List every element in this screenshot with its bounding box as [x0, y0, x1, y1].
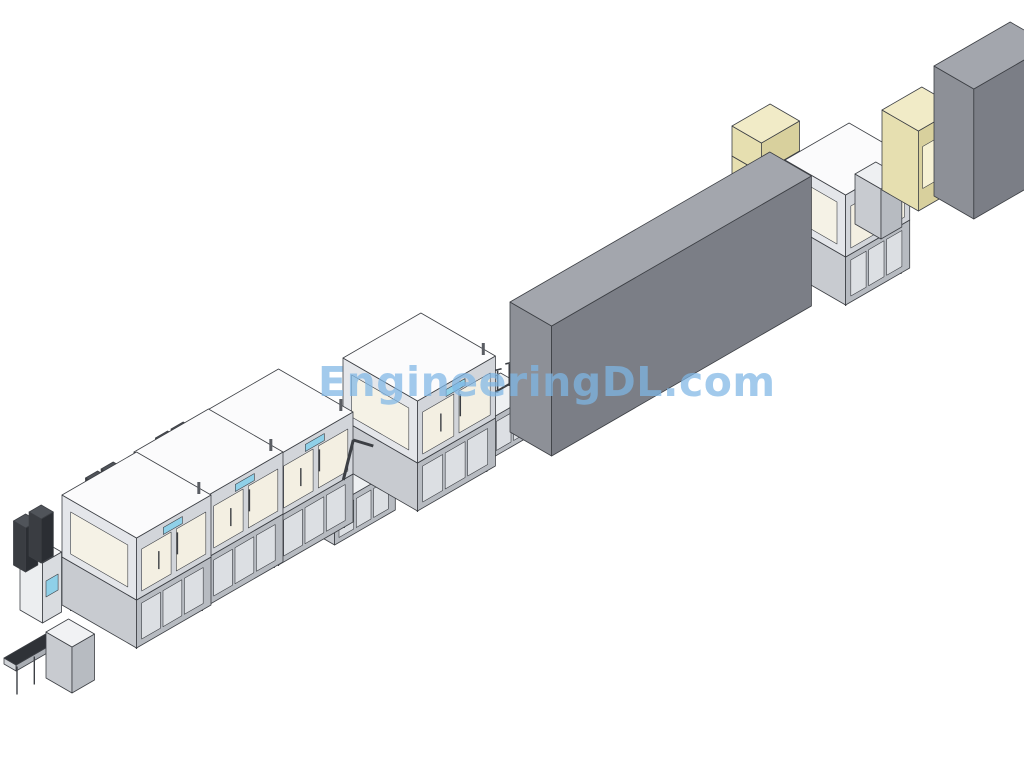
control-screen — [45, 573, 59, 598]
signal-tower — [481, 343, 485, 355]
watermark-domain: .com — [662, 358, 776, 406]
station-window — [176, 511, 207, 572]
loader-cabinet-top-face — [45, 618, 95, 648]
curing-tunnels — [509, 21, 1024, 457]
station-window — [141, 531, 172, 592]
transfer-door — [355, 489, 372, 528]
station-window — [317, 428, 349, 489]
station-enclosure-top-face — [342, 312, 496, 402]
station-base-door — [213, 548, 233, 597]
tray-magazine-left-face — [13, 520, 27, 573]
beige-unit-upper-top-face — [731, 103, 800, 144]
station-screen — [304, 433, 325, 452]
tray-magazine-top-face — [28, 504, 54, 520]
station-window — [213, 488, 244, 549]
long-curing-tunnel-top-face — [509, 151, 812, 327]
station-base-door — [256, 524, 276, 572]
station-base-door — [141, 591, 161, 640]
robot-arm-link — [341, 439, 355, 481]
station-base-door — [234, 536, 255, 585]
station-base-door — [184, 567, 204, 615]
signal-tower — [339, 399, 343, 411]
station-screen — [235, 473, 255, 492]
tray-magazine-left-face — [28, 511, 42, 564]
station-screen — [445, 378, 466, 397]
station-base-door — [467, 428, 488, 477]
station-window — [458, 372, 491, 434]
station-base-door — [162, 579, 183, 628]
station-side-window — [70, 511, 129, 588]
station-side-window — [351, 374, 410, 451]
station-window — [422, 393, 455, 455]
tray-magazine-right-face — [40, 511, 54, 564]
station-base-door — [444, 441, 466, 490]
station-base-door — [304, 496, 325, 545]
station-base-door — [422, 454, 443, 503]
station-window — [248, 468, 279, 529]
signal-tower — [197, 482, 201, 494]
station-1 — [13, 451, 212, 649]
station-base-door — [886, 230, 903, 276]
watermark: EngineeringDL.com — [318, 358, 776, 406]
signal-tower — [269, 439, 273, 451]
robot-arm-link — [352, 438, 374, 448]
final-oven-left-face — [933, 65, 975, 220]
final-oven-right-face — [973, 59, 1024, 220]
station-4 — [342, 312, 496, 512]
station-enclosure-top-face — [61, 451, 212, 539]
station-window — [283, 448, 314, 509]
watermark-text: EngineeringDL — [318, 358, 663, 406]
station-base-door — [326, 484, 346, 532]
station-screen — [163, 516, 183, 535]
final-oven-top-face — [933, 21, 1024, 90]
station-base-door — [868, 240, 885, 287]
station-base-door — [850, 250, 867, 297]
station-base-door — [283, 508, 303, 557]
